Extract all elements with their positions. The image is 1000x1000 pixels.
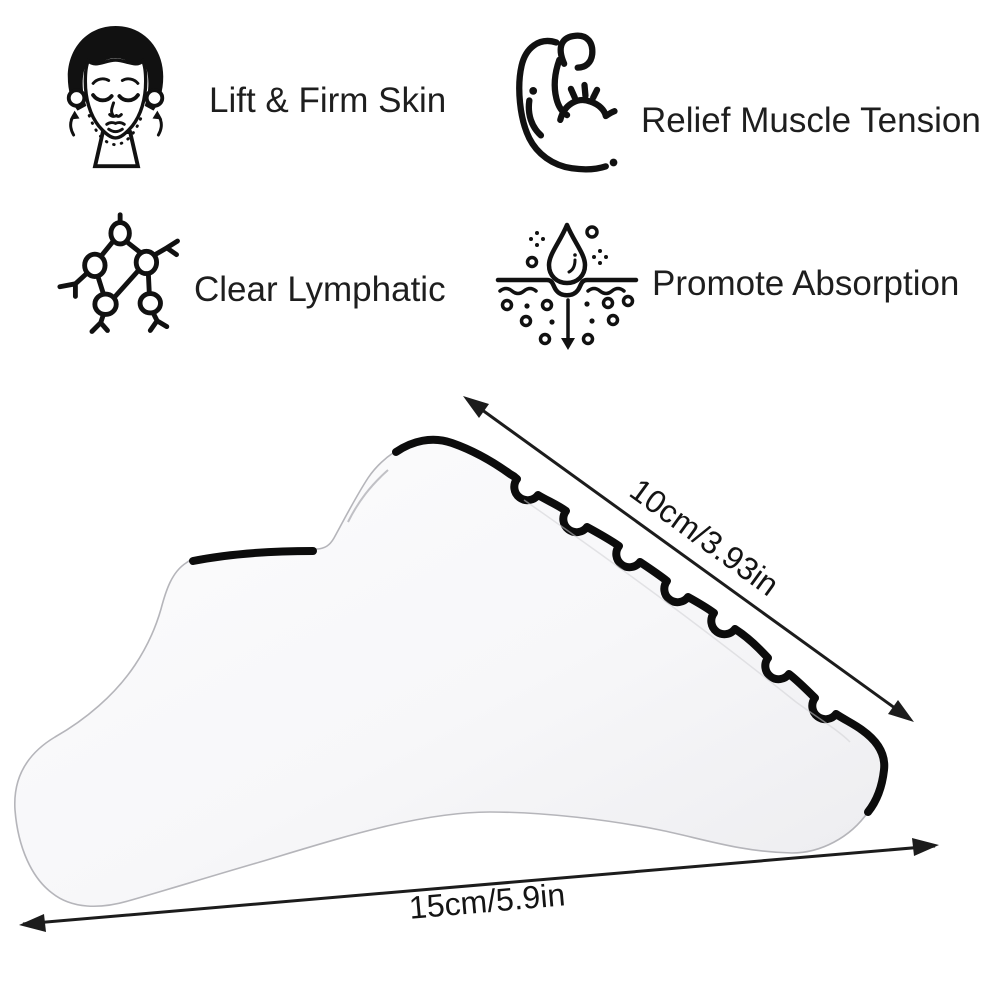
bicep-art: [516, 32, 618, 173]
lymph-nodes: [82, 220, 163, 317]
skin-absorption-icon: [495, 222, 639, 350]
gua-sha-step-edge: [189, 547, 317, 565]
feature-label-promote-absorption: Promote Absorption: [652, 264, 960, 303]
sparkle-dots: [529, 231, 608, 265]
feature-label-lift-firm: Lift & Firm Skin: [209, 81, 447, 120]
hair: [67, 25, 164, 111]
face-lift-icon: [66, 25, 165, 169]
face-features: [91, 77, 140, 134]
width-dimension-label: 15cm/5.9in: [408, 876, 567, 926]
gua-sha-dark-edge: [392, 435, 889, 816]
feature-label-clear-lymphatic: Clear Lymphatic: [194, 270, 446, 309]
absorption-art: [495, 222, 639, 342]
right-ear: [144, 88, 165, 108]
left-ear: [66, 88, 87, 108]
particle-dots: [524, 301, 595, 325]
lymph-nodes-icon: [57, 212, 180, 334]
lymph-links: [57, 212, 180, 334]
bicep-muscle-icon: [516, 32, 618, 173]
reflection-line: [347, 469, 389, 523]
particle-circles: [500, 225, 635, 346]
gua-sha-body: [14, 436, 886, 908]
thickness-line: [523, 499, 851, 743]
feature-label-muscle-tension: Relief Muscle Tension: [641, 101, 981, 140]
width-dimension-arrow: [19, 838, 939, 932]
jawline-dashed: [87, 114, 144, 147]
edge-dimension-arrow: [463, 396, 914, 722]
lift-arrows: [69, 110, 163, 137]
